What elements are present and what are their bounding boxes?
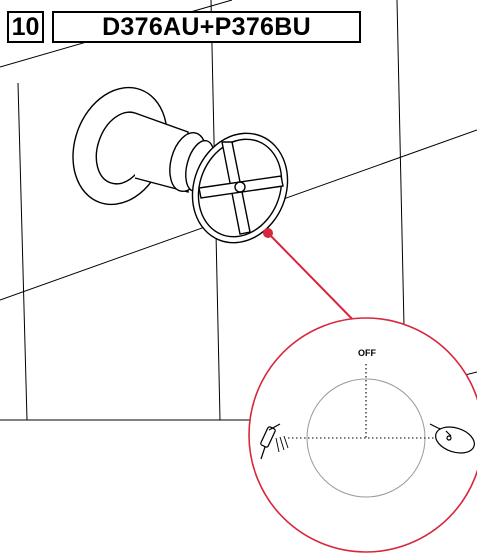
hand-shower-icon (260, 423, 289, 460)
callout-leader (267, 232, 363, 330)
step-number-badge: 10 (7, 11, 44, 43)
callout-dot (263, 228, 273, 238)
overhead-shower-icon (429, 423, 475, 454)
model-code-badge: D376AU+P376BU (52, 11, 361, 43)
off-position-label: OFF (358, 348, 376, 358)
detail-circle (248, 317, 477, 553)
tile-grid (0, 0, 477, 421)
detail-callout (248, 228, 477, 553)
valve-assembly (72, 86, 289, 244)
